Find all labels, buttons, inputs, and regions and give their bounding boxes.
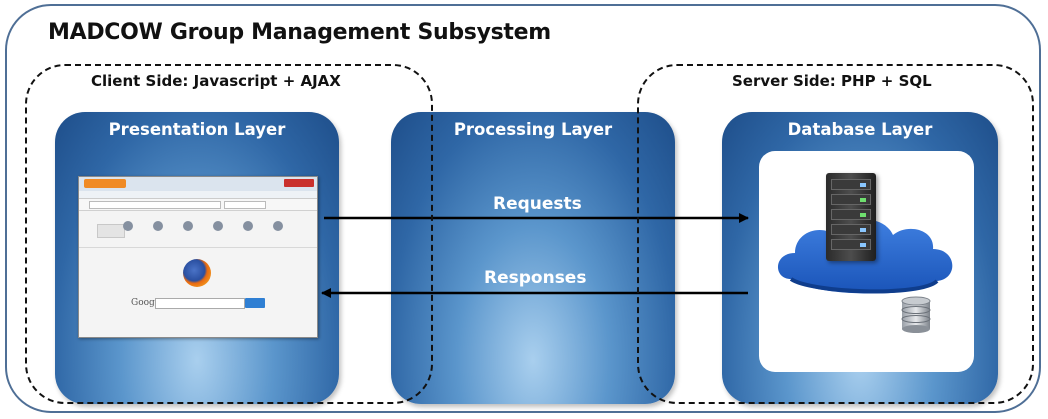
database-icon [901,296,931,333]
google-search-button [245,298,265,308]
client-side-region [25,64,433,404]
database-illustration [759,151,974,372]
server-side-label: Server Side: PHP + SQL [729,72,935,90]
firefox-logo-icon [183,259,211,287]
processing-layer-title: Processing Layer [453,120,613,139]
processing-layer: Processing Layer [391,112,675,404]
requests-label: Requests [493,194,582,214]
client-side-label: Client Side: Javascript + AJAX [88,72,344,90]
database-layer-title: Database Layer [787,120,933,139]
google-search-box [155,298,245,309]
browser-toolbar-icons [109,221,289,239]
responses-label: Responses [484,268,587,288]
server-side-region [637,64,1034,404]
browser-screenshot: Google [78,176,318,338]
presentation-layer-title: Presentation Layer [108,120,286,139]
google-logo: Google [131,298,163,308]
diagram-title: MADCOW Group Management Subsystem [48,20,551,45]
server-rack-icon [826,173,876,261]
